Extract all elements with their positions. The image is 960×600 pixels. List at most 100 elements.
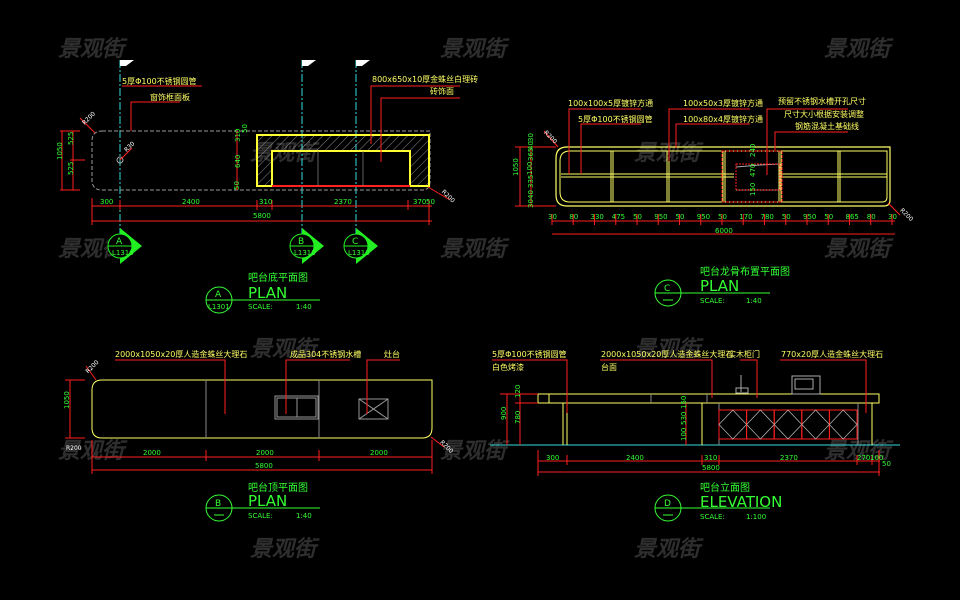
- section-marker-b[interactable]: B L1310: [289, 228, 324, 264]
- scale-label: SCALE:: [248, 512, 273, 520]
- radius-label: R200: [81, 110, 97, 126]
- dim-label: 310: [704, 454, 717, 462]
- annotation: 100x80x4厚镀锌方通: [683, 114, 763, 124]
- watermark: 景观街: [250, 537, 320, 562]
- door-diamond: [718, 409, 748, 440]
- scale-value: 1:40: [746, 297, 762, 305]
- radius-label: R200: [542, 129, 558, 145]
- annotation: 灶台: [384, 349, 400, 359]
- title-en: ELEVATION: [700, 493, 782, 511]
- annotation: 窗饰框面板: [150, 92, 190, 102]
- title-bubble-letter: A: [215, 290, 222, 300]
- section-marker-a[interactable]: A L1310: [107, 228, 142, 264]
- dim-label: 950: [697, 213, 710, 221]
- cabinet-door: [746, 409, 775, 440]
- dim-label: 1050: [512, 158, 520, 176]
- watermark: 景观街: [58, 37, 128, 62]
- dim-label: 865: [846, 213, 859, 221]
- radius-label: R200: [440, 188, 456, 204]
- dim-label: 525: [67, 162, 75, 175]
- flag-icon: [120, 60, 134, 66]
- dim-label: 1050: [63, 391, 71, 409]
- dim-label: 780: [761, 213, 774, 221]
- dim-label: 100: [870, 454, 883, 462]
- marker-letter: B: [298, 237, 304, 247]
- section-marker-c[interactable]: C L1310: [343, 228, 378, 264]
- marker-sheet: L1310: [348, 249, 370, 257]
- dim-label: 2400: [626, 454, 644, 462]
- dim-label: 900: [500, 407, 508, 420]
- title-en: PLAN: [700, 277, 739, 295]
- dim-label: 470: [749, 164, 757, 177]
- annotation: 100x50x3厚镀锌方通: [683, 98, 763, 108]
- stove-icon: [358, 398, 389, 420]
- hatched-base: [256, 134, 430, 187]
- dim-label: 150: [680, 396, 688, 409]
- annotation: 800x650x10厚金蛛丝白理砖: [372, 74, 478, 84]
- door-diamond: [801, 409, 830, 440]
- watermark: 景观街: [440, 439, 510, 464]
- dim-label: 2400: [182, 198, 200, 206]
- dim-label: 370: [413, 198, 426, 206]
- marker-letter: C: [352, 237, 358, 247]
- dim-label: 2370: [780, 454, 798, 462]
- dim-label: 170: [739, 213, 752, 221]
- dim-label: 40: [527, 190, 535, 199]
- annotation: 770x20厚人造金蛛丝大理石: [781, 349, 883, 359]
- annotation: 2000x1050x20厚人造金蛛丝大理石: [115, 349, 247, 359]
- watermarks: 景观街 景观街 景观街 景观街 景观街 景观街 景观街 景观街 景观街 景观街 …: [58, 37, 894, 562]
- annotation: 100x100x5厚镀锌方通: [568, 98, 653, 108]
- dim-label: 50: [882, 460, 891, 468]
- radius-label: R30: [123, 140, 136, 153]
- counter-outline: [555, 146, 891, 207]
- annotation: 2000x1050x20厚人造金蛛丝大理石: [601, 349, 733, 359]
- watermark: 景观街: [824, 439, 894, 464]
- dim-label: 2000: [256, 449, 274, 457]
- watermark: 景观街: [58, 439, 128, 464]
- title-bubble-letter: D: [664, 499, 671, 509]
- annotation: 5厚Φ100不锈钢圆管: [578, 114, 653, 124]
- dim-label: 50: [426, 198, 435, 206]
- view-c-width-dims: 3080330475509505095050170780509505086580…: [548, 213, 897, 225]
- dim-label: 950: [803, 213, 816, 221]
- scale-value: 1:100: [746, 513, 766, 521]
- dim-label: 2000: [370, 449, 388, 457]
- dim-label: 1050: [56, 142, 64, 160]
- annotation: 钢筋混凝土基础线: [795, 121, 859, 131]
- dim-label: 300: [546, 454, 559, 462]
- title-cn: 吧台立面图: [700, 481, 750, 494]
- marker-sheet: L1310: [294, 249, 316, 257]
- dim-label: 30: [527, 133, 535, 142]
- annotation: 尺寸大小根据安装调整: [784, 109, 864, 119]
- dim-label: 525: [67, 132, 75, 145]
- view-a-base-plan: 5厚Φ100不锈钢圆管 窗饰框面板 800x650x10厚金蛛丝白理砖 砖饰面 …: [56, 60, 478, 314]
- dim-label: 365: [527, 148, 535, 161]
- counter-outline: [91, 130, 431, 191]
- dim-label: 2000: [143, 449, 161, 457]
- counter-outline: [91, 379, 433, 439]
- annotation: 砖饰面: [430, 86, 454, 96]
- watermark: 景观街: [824, 237, 894, 262]
- dim-label: 5800: [253, 212, 271, 220]
- view-c-title: C 吧台龙骨布置平面图 PLAN SCALE: 1:40: [654, 265, 790, 307]
- dim-label: 475: [612, 213, 625, 221]
- dim-label: 50: [241, 124, 249, 133]
- dim-label: 310: [259, 198, 272, 206]
- dim-label: 100: [526, 162, 534, 175]
- dim-label: 50: [233, 181, 241, 190]
- radius-label: R200: [898, 207, 914, 223]
- radius-label: R200: [84, 359, 100, 375]
- pipe-icon: [116, 156, 124, 164]
- view-b-top-plan: 2000x1050x20厚人造金蛛丝大理石 成品304不锈钢水槽 灶台 R200…: [63, 349, 454, 522]
- dim-label: 300: [100, 198, 113, 206]
- annotation: 实木柜门: [728, 349, 760, 359]
- dim-label: 330: [591, 213, 604, 221]
- watermark: 景观街: [634, 537, 704, 562]
- dim-label: 950: [654, 213, 667, 221]
- dim-label: 335: [527, 175, 535, 188]
- dim-label: 30: [527, 199, 535, 208]
- dim-label: 100: [680, 428, 688, 441]
- countertop: [537, 393, 880, 404]
- dim-label: 120: [514, 385, 522, 398]
